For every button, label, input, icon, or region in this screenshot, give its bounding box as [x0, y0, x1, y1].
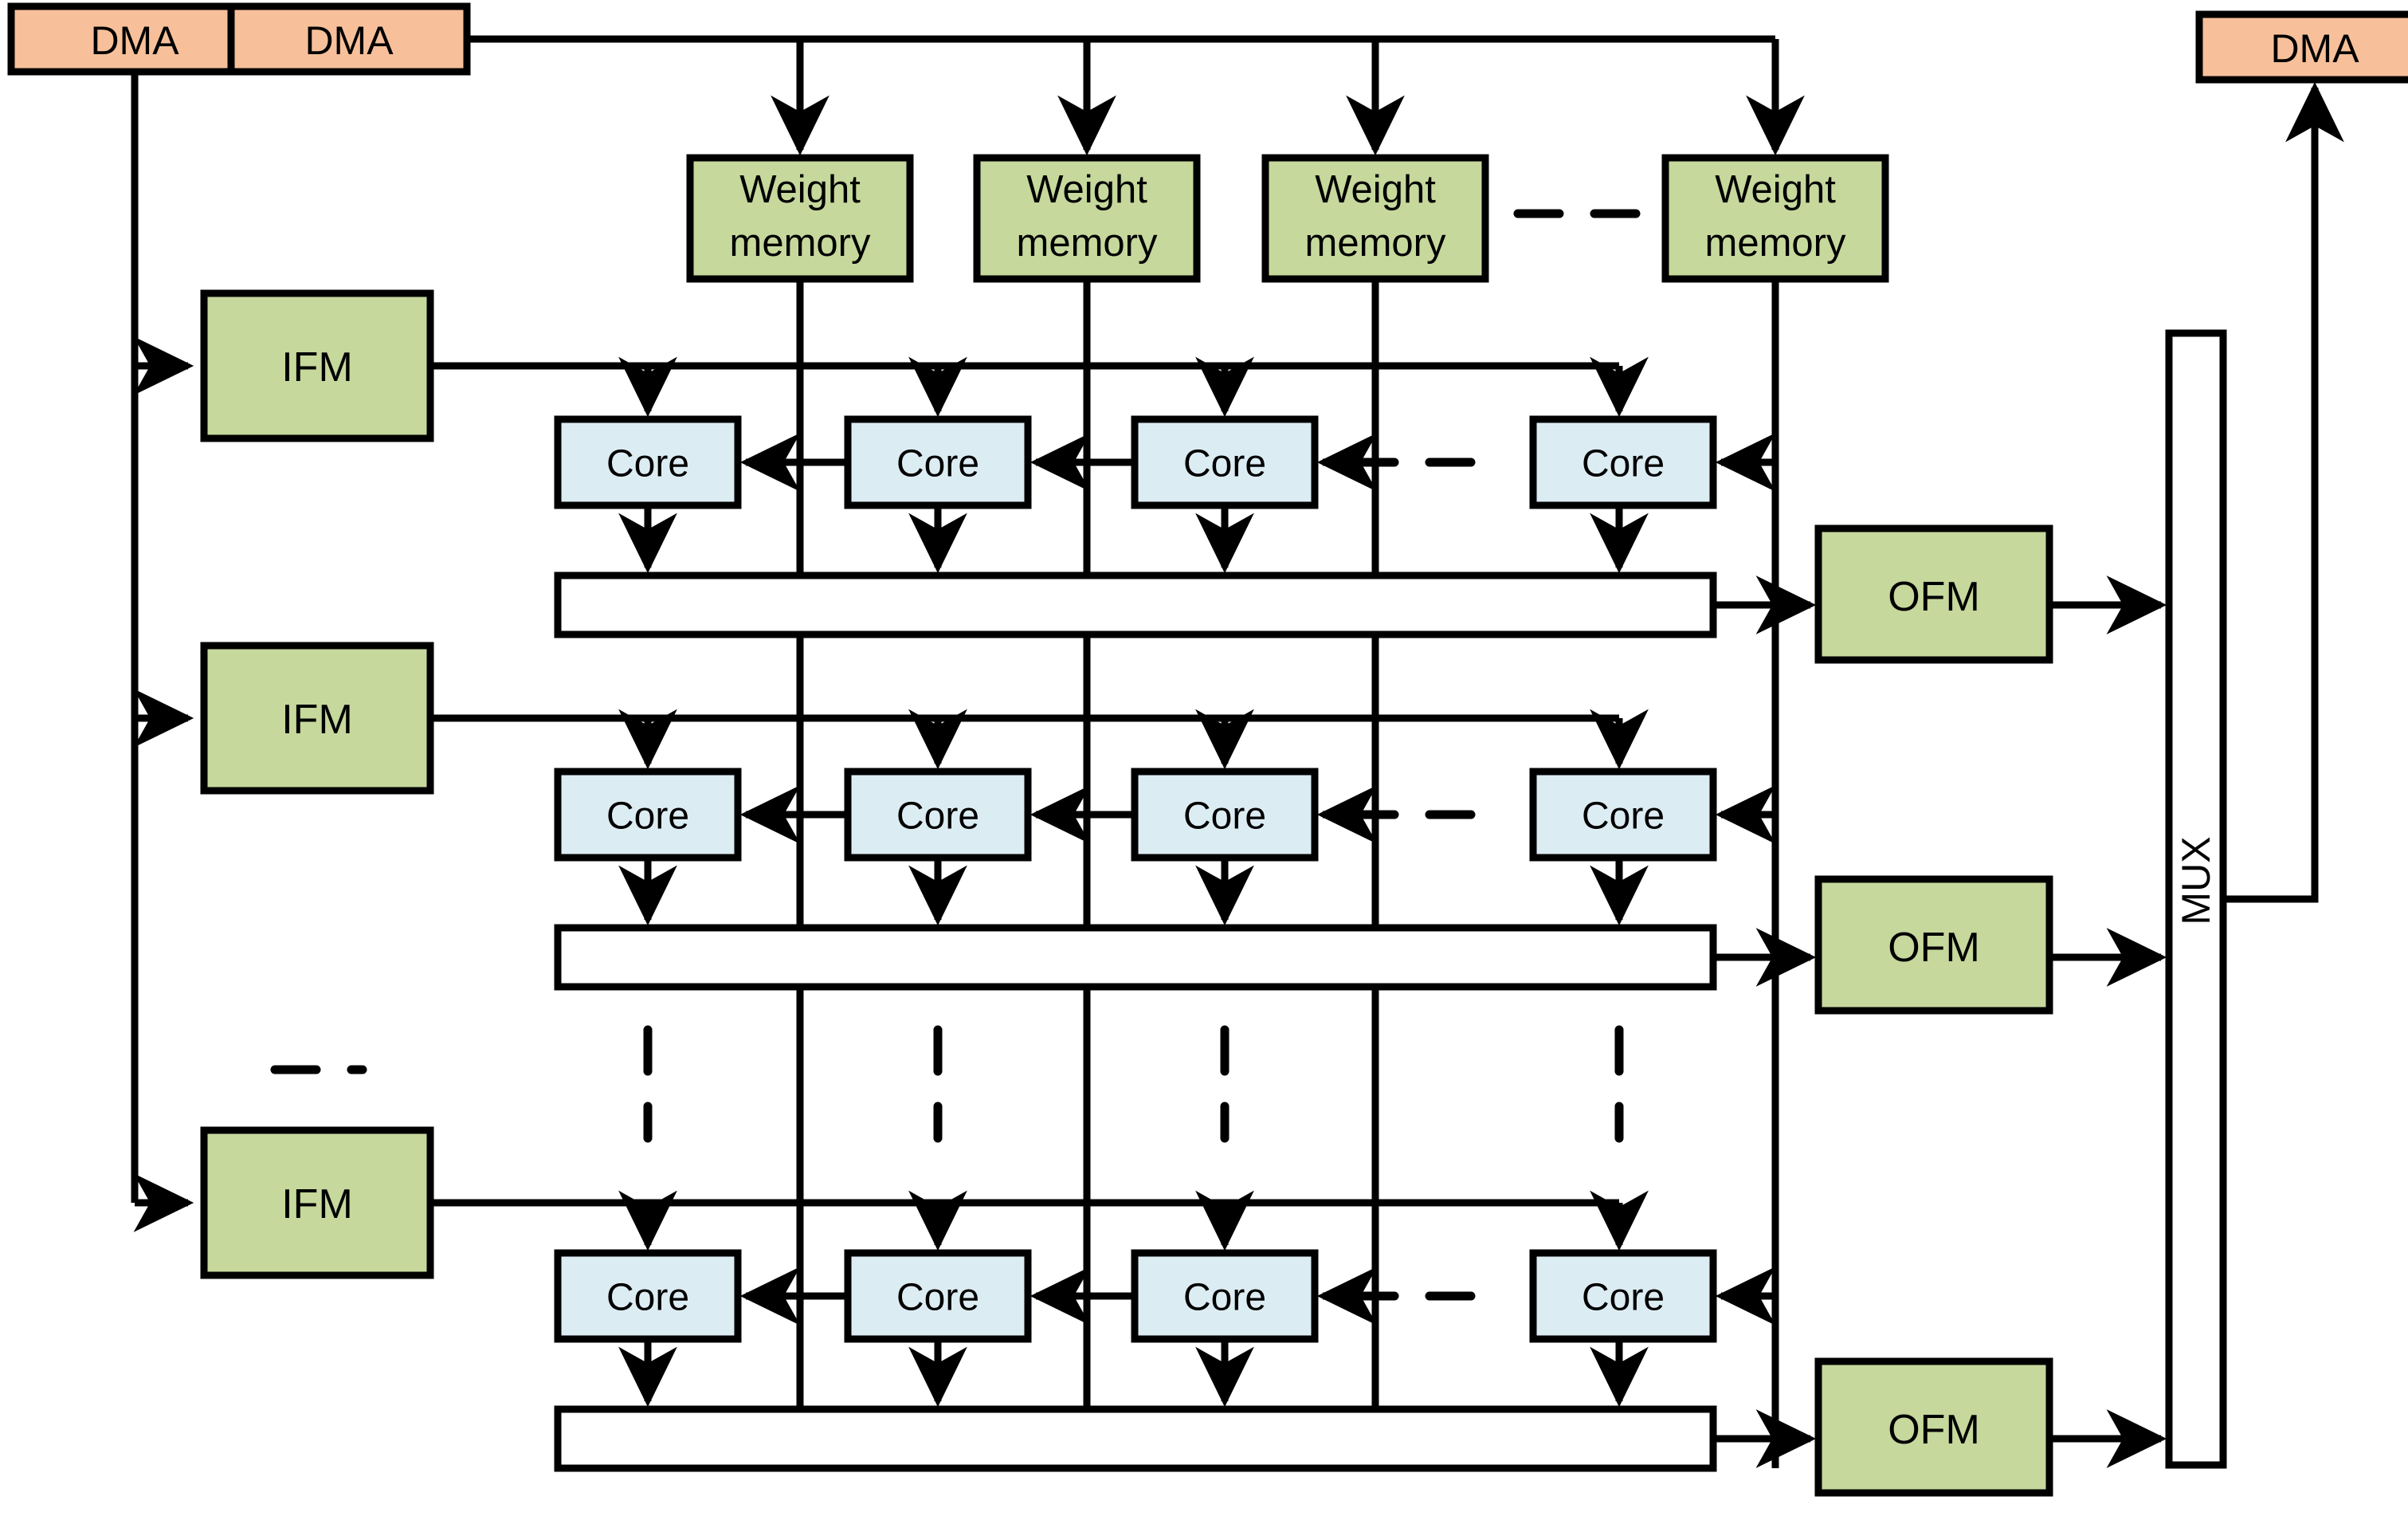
core-label-r2c2: Core — [1183, 1277, 1266, 1319]
weight-memory-label-top-2: Weight — [1315, 168, 1436, 211]
core-label-r0c1: Core — [896, 443, 979, 485]
core-rect-r1c2[interactable] — [1131, 768, 1319, 862]
ofm-rect-2[interactable] — [1814, 1357, 2053, 1497]
weight-memory-block-1[interactable]: Weight memory — [973, 154, 1201, 283]
core-block-r0c2[interactable]: Core — [1131, 415, 1319, 509]
core-rect-r1c1[interactable] — [844, 768, 1032, 862]
dma-output-block[interactable]: DMA — [2195, 10, 2408, 84]
ifm-block-0[interactable]: IFM — [200, 289, 434, 442]
core-rect-r1c3[interactable] — [1529, 768, 1717, 862]
ifm-rect-1[interactable] — [200, 642, 434, 795]
wire-mux-to-dma-out — [2223, 81, 2344, 903]
weight-memory-label-bottom-1: memory — [1017, 222, 1158, 265]
weight-memory-label-bottom-2: memory — [1305, 222, 1446, 265]
weight-memory-rect-2[interactable] — [1261, 154, 1489, 283]
dma-weight-rect[interactable] — [227, 2, 471, 76]
core-rect-r2c2[interactable] — [1131, 1249, 1319, 1343]
weight-memory-label-bottom-0: memory — [730, 222, 871, 265]
weight-memory-rect-3[interactable] — [1661, 154, 1889, 283]
core-label-r2c0: Core — [606, 1277, 689, 1319]
weight-memory-rect-0[interactable] — [686, 154, 914, 283]
ofm-label-1: OFM — [1888, 925, 1980, 971]
core-block-r0c1[interactable]: Core — [844, 415, 1032, 509]
dma-output-rect[interactable] — [2195, 10, 2408, 84]
core-label-r0c2: Core — [1183, 443, 1266, 485]
ifm-label-1: IFM — [281, 697, 353, 743]
core-label-r2c3: Core — [1582, 1277, 1665, 1319]
dma-ifm-rect[interactable] — [7, 2, 262, 76]
core-label-r2c1: Core — [896, 1277, 979, 1319]
core-block-r1c0[interactable]: Core — [554, 768, 742, 862]
core-rect-r0c3[interactable] — [1529, 415, 1717, 509]
core-label-r0c3: Core — [1582, 443, 1665, 485]
dma-output-label: DMA — [2270, 26, 2359, 71]
ofm-rect-0[interactable] — [1814, 524, 2053, 664]
core-rect-r2c0[interactable] — [554, 1249, 742, 1343]
core-rect-r0c2[interactable] — [1131, 415, 1319, 509]
core-label-r1c0: Core — [606, 795, 689, 838]
ofm-block-2[interactable]: OFM — [1814, 1357, 2053, 1497]
dma-weight-label: DMA — [304, 18, 394, 63]
core-row-0: Core Core Core Core — [554, 415, 1717, 509]
wire-layer — [131, 35, 2344, 1468]
ifm-block-1[interactable]: IFM — [200, 642, 434, 795]
weight-memory-block-0[interactable]: Weight memory — [686, 154, 914, 283]
accumulator-bar-row-0 — [554, 571, 1717, 638]
ofm-block-0[interactable]: OFM — [1814, 524, 2053, 664]
ellipsis-layer — [270, 209, 1646, 1301]
core-rect-r2c3[interactable] — [1529, 1249, 1717, 1343]
core-block-r1c3[interactable]: Core — [1529, 768, 1717, 862]
ofm-label-0: OFM — [1888, 574, 1980, 620]
core-block-r0c0[interactable]: Core — [554, 415, 742, 509]
weight-memory-label-top-1: Weight — [1026, 168, 1147, 211]
ifm-label-0: IFM — [281, 344, 353, 391]
weight-memory-block-2[interactable]: Weight memory — [1261, 154, 1489, 283]
core-label-r0c0: Core — [606, 443, 689, 485]
core-label-r1c2: Core — [1183, 795, 1266, 838]
core-rect-r0c0[interactable] — [554, 415, 742, 509]
ofm-label-2: OFM — [1888, 1407, 1980, 1453]
core-block-r2c0[interactable]: Core — [554, 1249, 742, 1343]
mux-rect[interactable] — [2165, 329, 2227, 1469]
ofm-rect-1[interactable] — [1814, 875, 2053, 1015]
dma-ifm-label: DMA — [90, 18, 179, 63]
accumulator-bar-row-1 — [554, 924, 1717, 991]
weight-memory-label-top-0: Weight — [739, 168, 861, 211]
core-rect-r2c1[interactable] — [844, 1249, 1032, 1343]
accumulator-layer — [554, 571, 1717, 1472]
mux-label: MUX — [2174, 836, 2218, 925]
core-rect-r1c0[interactable] — [554, 768, 742, 862]
core-block-r0c3[interactable]: Core — [1529, 415, 1717, 509]
core-label-r1c1: Core — [896, 795, 979, 838]
ifm-label-2: IFM — [281, 1181, 353, 1227]
core-block-r2c3[interactable]: Core — [1529, 1249, 1717, 1343]
dma-ifm-block[interactable]: DMA — [7, 2, 262, 76]
core-block-r2c2[interactable]: Core — [1131, 1249, 1319, 1343]
dma-weight-block[interactable]: DMA — [227, 2, 471, 76]
weight-memory-rect-1[interactable] — [973, 154, 1201, 283]
ifm-rect-2[interactable] — [200, 1126, 434, 1279]
ofm-block-1[interactable]: OFM — [1814, 875, 2053, 1015]
core-block-r1c1[interactable]: Core — [844, 768, 1032, 862]
core-label-r1c3: Core — [1582, 795, 1665, 838]
accumulator-bar-row-2 — [554, 1405, 1717, 1472]
ifm-rect-0[interactable] — [200, 289, 434, 442]
weight-memory-label-top-3: Weight — [1715, 168, 1836, 211]
ifm-block-2[interactable]: IFM — [200, 1126, 434, 1279]
weight-memory-block-3[interactable]: Weight memory — [1661, 154, 1889, 283]
mux-block[interactable]: MUX — [2165, 329, 2227, 1469]
core-rect-r0c1[interactable] — [844, 415, 1032, 509]
weight-memory-label-bottom-3: memory — [1705, 222, 1846, 265]
core-row-2: Core Core Core Core — [554, 1249, 1717, 1343]
core-block-r1c2[interactable]: Core — [1131, 768, 1319, 862]
core-row-1: Core Core Core Core — [554, 768, 1717, 862]
core-block-r2c1[interactable]: Core — [844, 1249, 1032, 1343]
